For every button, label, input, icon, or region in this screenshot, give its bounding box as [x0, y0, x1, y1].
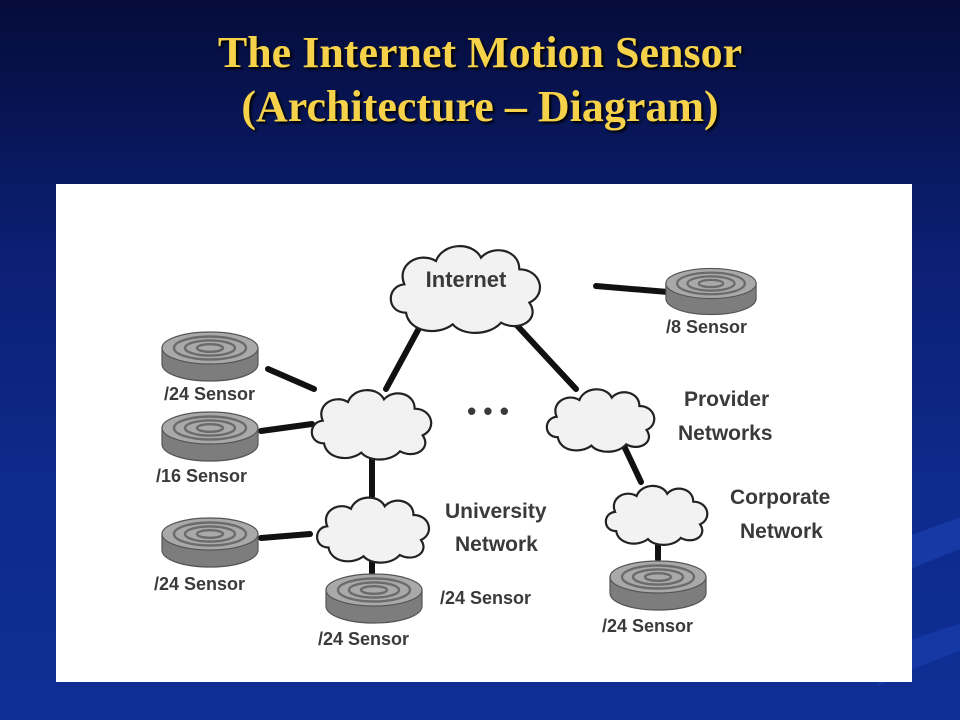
sensor-slash8-label: /8 Sensor	[666, 317, 747, 337]
sensor-university-side-24-label: /24 Sensor	[154, 574, 245, 594]
sensor-left-24-icon	[160, 330, 260, 382]
slide-title: The Internet Motion Sensor (Architecture…	[0, 26, 960, 134]
university-network-cloud	[315, 496, 431, 565]
provider-label-line-2: Networks	[678, 422, 773, 445]
sensor-university-bottom-24-label: /24 Sensor	[318, 629, 409, 649]
link-internet-left	[383, 316, 427, 392]
sensor-corporate-24-label: /24 Sensor	[602, 616, 693, 636]
link-left-16sensor	[258, 421, 315, 434]
diagram-panel: Internet • • • Provider Networks Univers…	[56, 184, 912, 682]
sensor-university-side-24-icon	[160, 516, 260, 568]
corporate-label-line-1: Corporate	[730, 486, 830, 509]
link-internet-slash8	[593, 283, 671, 295]
university-label-line-2: Network	[455, 533, 538, 556]
sensor-left-16-icon	[160, 410, 260, 462]
link-internet-provider	[508, 316, 579, 392]
left-network-cloud	[310, 388, 433, 462]
link-left-24sensor	[265, 366, 317, 392]
corporate-network-cloud	[604, 484, 709, 547]
slide-title-line-1: The Internet Motion Sensor	[217, 28, 743, 77]
provider-network-cloud	[545, 387, 656, 454]
ellipsis-label: • • •	[467, 396, 509, 426]
corporate-label-line-2: Network	[740, 520, 823, 543]
university-label-line-1: University	[445, 500, 547, 523]
sensor-slash8-icon	[664, 267, 758, 316]
sensor-left-16-label: /16 Sensor	[156, 466, 247, 486]
sensor-university-bottom-24-icon	[324, 572, 424, 624]
slide-title-line-2: (Architecture – Diagram)	[241, 82, 719, 131]
link-university-24sensor	[258, 531, 313, 541]
provider-label-line-1: Provider	[684, 388, 769, 411]
architecture-diagram: Internet • • • Provider Networks Univers…	[154, 184, 830, 649]
internet-label: Internet	[426, 267, 507, 292]
sensor-corporate-24-icon	[608, 559, 708, 611]
sensor-university-right-24-label: /24 Sensor	[440, 588, 531, 608]
sensor-left-24-label: /24 Sensor	[164, 384, 255, 404]
link-provider-corporate	[621, 443, 644, 485]
